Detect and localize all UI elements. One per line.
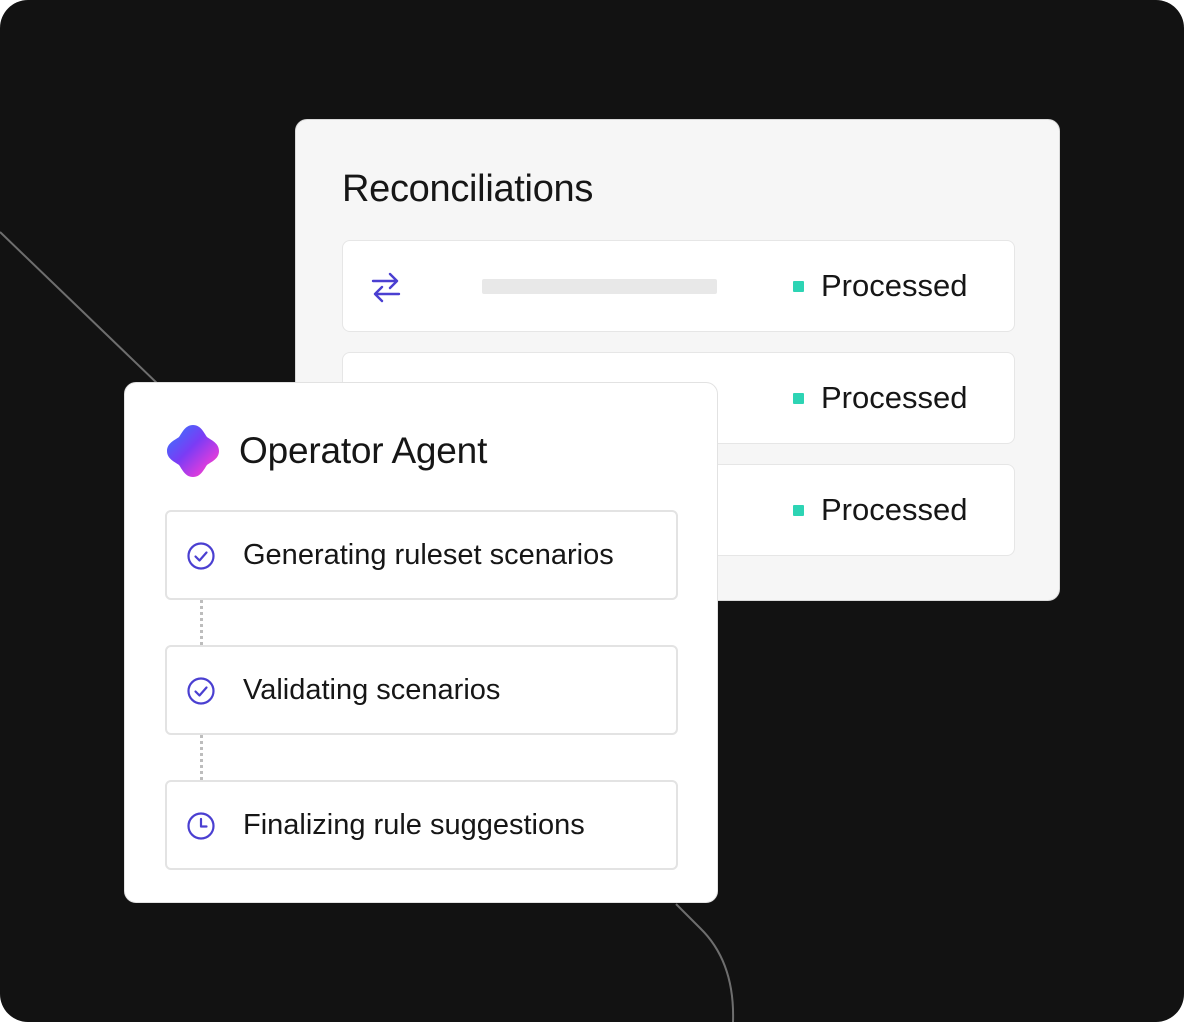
step-label: Validating scenarios: [243, 674, 501, 706]
step-label: Finalizing rule suggestions: [243, 809, 585, 841]
step-generating-ruleset[interactable]: Generating ruleset scenarios: [165, 510, 678, 600]
status-indicator: [793, 505, 804, 516]
check-circle-icon: [186, 541, 216, 571]
step-validating-scenarios[interactable]: Validating scenarios: [165, 645, 678, 735]
step-finalizing-suggestions[interactable]: Finalizing rule suggestions: [165, 780, 678, 870]
status-label: Processed: [821, 380, 968, 415]
placeholder-bar: [482, 279, 717, 294]
status-indicator: [793, 281, 804, 292]
swap-arrows-icon: [369, 270, 403, 304]
check-circle-icon: [186, 676, 216, 706]
clock-icon: [186, 811, 216, 841]
agent-title: Operator Agent: [239, 430, 488, 471]
operator-agent-panel: Operator Agent Generating ruleset scenar…: [124, 382, 718, 903]
status-indicator: [793, 393, 804, 404]
step-connector: [200, 735, 203, 780]
gradient-sparkle-logo-icon: [165, 423, 221, 479]
step-connector: [200, 600, 203, 645]
status-label: Processed: [821, 492, 968, 527]
reconciliation-row[interactable]: Processed: [342, 240, 1015, 332]
status-label: Processed: [821, 268, 968, 303]
reconciliations-title: Reconciliations: [342, 168, 594, 210]
step-label: Generating ruleset scenarios: [243, 539, 614, 571]
